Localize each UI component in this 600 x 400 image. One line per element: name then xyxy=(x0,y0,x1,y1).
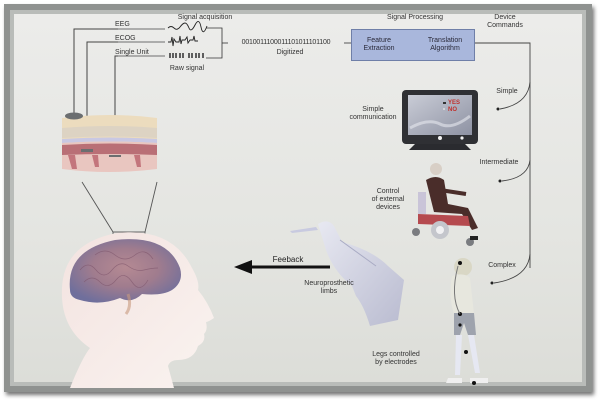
neuroprosthetic-line1: Neuroprosthetic xyxy=(304,280,354,287)
signal-type-single-unit: Single Unit xyxy=(115,49,149,56)
signal-processing-box xyxy=(351,29,475,61)
external-devices-line2: of external xyxy=(371,196,405,203)
monitor-yes-text: YES xyxy=(448,100,461,106)
simple-communication-line2: communication xyxy=(349,114,397,121)
translation-algorithm-label: Translation Algorithm xyxy=(418,37,472,53)
translation-line2: Algorithm xyxy=(430,45,460,52)
single-unit-spikes xyxy=(169,53,204,58)
simple-communication-line1: Simple xyxy=(362,106,384,113)
single-unit-electrode xyxy=(109,155,121,157)
device-commands-line2: Commands xyxy=(487,22,523,29)
external-devices-line1: Control xyxy=(376,188,400,195)
prosthetic-arm-illustration xyxy=(290,221,404,326)
raw-signal-label: Raw signal xyxy=(169,65,205,72)
branch-endpoints xyxy=(490,107,502,285)
control-external-devices-label: Control of external devices xyxy=(366,188,410,212)
eeg-electrode xyxy=(65,112,83,120)
device-commands-line1: Device xyxy=(494,14,516,21)
translation-line1: Translation xyxy=(427,37,463,44)
signal-type-eeg: EEG xyxy=(115,21,130,28)
device-commands-heading: Device Commands xyxy=(480,14,530,30)
intermediate-branch xyxy=(501,159,531,182)
signal-type-ecog: ECOG xyxy=(115,35,136,42)
eeg-waveform xyxy=(167,21,208,33)
external-devices-line3: devices xyxy=(376,204,400,211)
command-level-simple: Simple xyxy=(496,88,518,95)
neuroprosthetic-line2: limbs xyxy=(320,288,338,295)
command-lines xyxy=(473,42,531,284)
digitized-label: Digitized xyxy=(276,49,304,56)
feature-extraction-label: Feature Extraction xyxy=(354,37,404,53)
wheelchair-user-illustration xyxy=(412,163,478,246)
legs-line1: Legs controlled xyxy=(372,351,420,358)
brain-illustration xyxy=(69,239,181,303)
command-level-complex: Complex xyxy=(488,262,516,269)
monitor-no-text: NO xyxy=(448,107,457,113)
monitor-illustration xyxy=(402,90,478,150)
human-head-illustration xyxy=(61,232,214,388)
feedback-arrow xyxy=(234,260,330,274)
simple-communication-label: Simple communication xyxy=(345,106,401,122)
ecog-waveform xyxy=(168,35,198,47)
raw-signal-waveforms xyxy=(167,21,208,58)
digitized-bitstream: 0010011100011101011101100 xyxy=(241,39,331,46)
ecog-electrode xyxy=(81,149,93,152)
legs-controlled-label: Legs controlled by electrodes xyxy=(366,351,426,367)
cortex-cross-section-illustration xyxy=(62,112,157,172)
feature-extraction-line2: Extraction xyxy=(363,45,395,52)
signal-bracket xyxy=(206,27,351,59)
feature-extraction-line1: Feature xyxy=(366,37,392,44)
neuroprosthetic-limbs-label: Neuroprosthetic limbs xyxy=(298,280,360,296)
signal-type-underlines xyxy=(118,28,165,57)
legs-line2: by electrodes xyxy=(375,359,417,366)
command-level-intermediate: Intermediate xyxy=(479,159,519,166)
walking-person-with-electrodes-illustration xyxy=(446,258,488,385)
feedback-label: Feeback xyxy=(272,255,304,264)
signal-acquisition-heading: Signal acquisition xyxy=(177,14,233,21)
simple-branch xyxy=(499,81,531,110)
complex-branch xyxy=(493,253,531,284)
signal-processing-heading: Signal Processing xyxy=(386,14,444,21)
